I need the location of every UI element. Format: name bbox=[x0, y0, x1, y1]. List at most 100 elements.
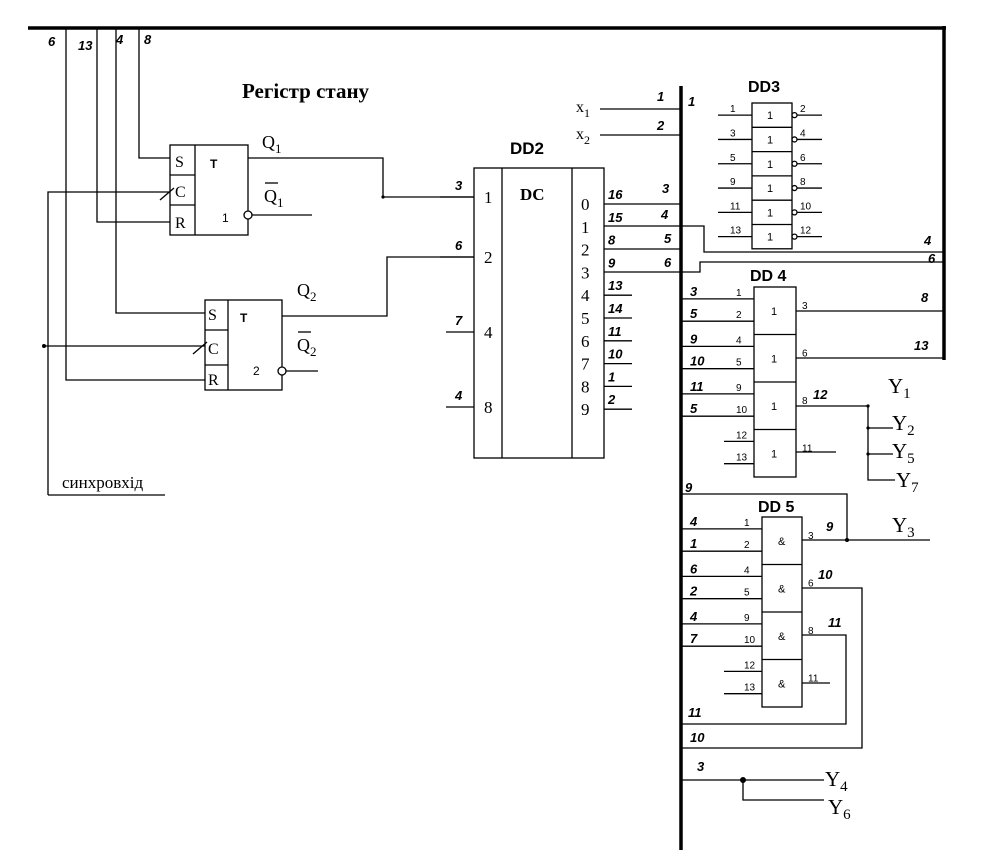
top-wire-label-2: 13 bbox=[78, 38, 93, 53]
dd4-gate-2-in-pin-1: 9 bbox=[736, 383, 742, 394]
top-wire-label-1: 6 bbox=[48, 34, 56, 49]
bus-wire-label-3: 5 bbox=[664, 231, 672, 246]
dd3-gate-out-pin-4: 10 bbox=[800, 201, 812, 212]
bus-wire-label-4: 6 bbox=[664, 255, 672, 270]
dd4-title: DD 4 bbox=[750, 268, 787, 285]
dd5-wire9-label: 9 bbox=[685, 480, 693, 495]
q1-wire bbox=[248, 157, 474, 198]
flipflop-1: S C R T 1 bbox=[169, 144, 253, 236]
dd4-gate-0-in-wire-1: 3 bbox=[690, 284, 698, 299]
dd2-decoder: DD2 DC bbox=[473, 139, 605, 459]
dd2-input-wire-1: 6 bbox=[455, 238, 463, 253]
top-bus bbox=[28, 26, 946, 360]
ff1-type: T bbox=[210, 157, 218, 171]
dd5-gate-1-in-pin-2: 5 bbox=[744, 588, 750, 599]
dd4-gate-2-in-wire-1: 11 bbox=[690, 379, 704, 394]
dd5-gate-label-3: & bbox=[778, 678, 786, 690]
dd2-output-wire-9: 2 bbox=[607, 392, 616, 407]
bus-wire-label-1: 3 bbox=[662, 181, 670, 196]
dd5-gate-2-in-wire-1: 4 bbox=[689, 609, 698, 624]
dd4-gate-3-in-pin-1: 12 bbox=[736, 430, 748, 441]
dd3-gate-in-pin-5: 13 bbox=[730, 226, 742, 237]
ff2-number: 2 bbox=[253, 364, 260, 378]
dd2-output-wire-3: 9 bbox=[608, 255, 616, 270]
dd4-out-wire-1: 8 bbox=[921, 290, 929, 305]
dd5-out-wire-3: 11 bbox=[828, 615, 842, 630]
dd4-out-routing bbox=[796, 310, 944, 481]
dd5-wire9-top bbox=[681, 493, 848, 540]
ff2-pin-r: R bbox=[208, 372, 219, 389]
dd5-gate-label-2: & bbox=[778, 631, 786, 643]
output-y1-label: Y1 bbox=[888, 374, 911, 402]
ff2-out-qn: Q2 bbox=[297, 335, 317, 359]
output-y4-label: Y4 bbox=[825, 767, 848, 795]
dd2-output-wire-6: 11 bbox=[608, 324, 622, 339]
sync-input-label: синхровхід bbox=[62, 473, 143, 492]
dd5-gate-2-in-pin-1: 9 bbox=[744, 613, 750, 624]
dd2-output-pin-6: 6 bbox=[581, 332, 590, 351]
dd5-title: DD 5 bbox=[758, 499, 795, 516]
feedback-wire-label-2: 10 bbox=[690, 730, 705, 745]
dd3-gate-in-pin-3: 9 bbox=[730, 177, 736, 188]
x-inputs bbox=[600, 108, 680, 136]
ff2-type: T bbox=[240, 311, 248, 325]
dd2-output-pin-4: 4 bbox=[581, 286, 590, 305]
dd5-out-routing bbox=[681, 538, 930, 801]
dd5-gate-2-in-wire-2: 7 bbox=[690, 631, 698, 646]
dd2-input-pin-0: 1 bbox=[484, 188, 493, 207]
dd4-out-wire-3: 12 bbox=[813, 387, 828, 402]
input-x1-label: x1 bbox=[576, 99, 590, 120]
dd4-gate-1-in-pin-2: 5 bbox=[736, 358, 742, 369]
dd3-gate-out-pin-3: 8 bbox=[800, 177, 806, 188]
ff2-pin-s: S bbox=[208, 307, 217, 324]
dd4-gate-1-out-pin: 6 bbox=[802, 348, 808, 359]
dd5-gate-label-0: & bbox=[778, 536, 786, 548]
register-title: Регістр стану bbox=[242, 79, 370, 103]
top-wire-label-3: 4 bbox=[115, 32, 124, 47]
dd2-output-pin-3: 3 bbox=[581, 263, 590, 282]
dd2-input-wire-3: 4 bbox=[454, 388, 463, 403]
dd5-gate-3-in-pin-2: 13 bbox=[744, 683, 756, 694]
right-wire-label-1: 4 bbox=[923, 233, 932, 248]
dd3-gate-label-1: 1 bbox=[767, 134, 773, 146]
dd5-gate-1-in-wire-1: 6 bbox=[690, 561, 698, 576]
dd2-output-wire-7: 10 bbox=[608, 347, 623, 362]
dd5-out-wire-2: 10 bbox=[818, 567, 833, 582]
dd2-output-pin-0: 0 bbox=[581, 195, 590, 214]
dd2-function: DC bbox=[520, 185, 545, 204]
dd2-input-pin-1: 2 bbox=[484, 248, 493, 267]
dd4-gate-label-0: 1 bbox=[771, 306, 777, 318]
right-wire-label-2: 6 bbox=[928, 251, 936, 266]
feedback-wire-label-3: 3 bbox=[697, 759, 705, 774]
dd3-gate-label-2: 1 bbox=[767, 159, 773, 171]
dd4-gate-label-2: 1 bbox=[771, 401, 777, 413]
dd3-gate-label-5: 1 bbox=[767, 232, 773, 244]
dd5-gate-1-in-pin-1: 4 bbox=[744, 565, 750, 576]
dd4-gate-1-in-wire-2: 10 bbox=[690, 354, 705, 369]
dd2-output-pin-9: 9 bbox=[581, 400, 590, 419]
dd4-gate-1-in-wire-1: 9 bbox=[690, 331, 698, 346]
ff2-out-q: Q2 bbox=[297, 280, 317, 304]
bus-wire-label-2: 4 bbox=[660, 207, 669, 222]
top-wire-label-4: 8 bbox=[144, 32, 152, 47]
dd5-gate-1-out-pin: 6 bbox=[808, 578, 814, 589]
dd5-gate-0-in-pin-1: 1 bbox=[744, 518, 750, 529]
dd5-gate-1-in-wire-2: 2 bbox=[689, 584, 698, 599]
dd4-gate-3-in-pin-2: 13 bbox=[736, 453, 748, 464]
dd4-gate-0-in-pin-1: 1 bbox=[736, 288, 742, 299]
dd2-output-pin-8: 8 bbox=[581, 377, 590, 396]
dd2-output-wire-8: 1 bbox=[608, 369, 615, 384]
dd5-gate-3-in-pin-1: 12 bbox=[744, 660, 756, 671]
dd3-gate-out-pin-0: 2 bbox=[800, 104, 806, 115]
dd2-input-wire-0: 3 bbox=[455, 178, 463, 193]
ff1-number: 1 bbox=[222, 211, 229, 225]
dd2-output-wire-1: 15 bbox=[608, 210, 623, 225]
flipflop-2: S C R T 2 bbox=[204, 299, 287, 391]
ff1-out-qn: Q1 bbox=[264, 186, 284, 210]
input-x2-label: x2 bbox=[576, 126, 590, 147]
dd5-out-wire-1: 9 bbox=[826, 519, 834, 534]
